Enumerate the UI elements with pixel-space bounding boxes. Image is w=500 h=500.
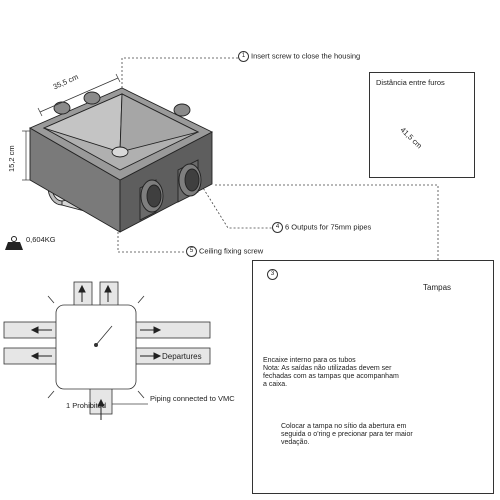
callout-number-5: 5 bbox=[186, 246, 197, 257]
callout-number-4: 4 bbox=[272, 222, 283, 233]
prohibited-label: 1 Prohibited bbox=[66, 401, 107, 410]
callout-number-1: 1 bbox=[238, 51, 249, 62]
height-dimension: 15,2 cm bbox=[7, 145, 16, 172]
weight-value: 0,604KG bbox=[26, 235, 56, 244]
plenum-housing bbox=[29, 87, 213, 233]
schematic-diagram bbox=[3, 281, 211, 415]
departures-label: Departures bbox=[162, 352, 202, 361]
connector-distance bbox=[215, 184, 439, 260]
panel-step: 3 bbox=[267, 269, 280, 280]
callout-leader-5 bbox=[117, 232, 186, 253]
encaixe-text: Encaixe interno para os tubos Nota: As s… bbox=[263, 357, 399, 389]
distance-box: Distância entre furos bbox=[369, 72, 475, 178]
callout-outputs-text: 6 Outputs for 75mm pipes bbox=[285, 222, 372, 232]
dimension-lines bbox=[22, 73, 121, 181]
outlet-ducts-right bbox=[139, 159, 202, 221]
installation-panel: 3 Tampas Encaixe interno para os tubos N… bbox=[252, 260, 494, 494]
distance-box-title: Distância entre furos bbox=[376, 78, 445, 87]
tampas-label: Tampas bbox=[423, 283, 452, 292]
piping-label: Piping connected to VMC bbox=[150, 394, 235, 403]
callout-ceiling-screw-text: Ceiling fixing screw bbox=[199, 246, 264, 256]
weight-icon bbox=[5, 236, 23, 250]
colocar-text: Colocar a tampa no sítio da abertura em … bbox=[281, 423, 413, 447]
callout-insert-screw-text: Insert screw to close the housing bbox=[251, 51, 361, 61]
callout-leader-1 bbox=[121, 57, 238, 92]
callout-number-3: 3 bbox=[267, 269, 278, 280]
callout-leader-4 bbox=[194, 174, 272, 229]
flow-arrows bbox=[30, 284, 162, 420]
